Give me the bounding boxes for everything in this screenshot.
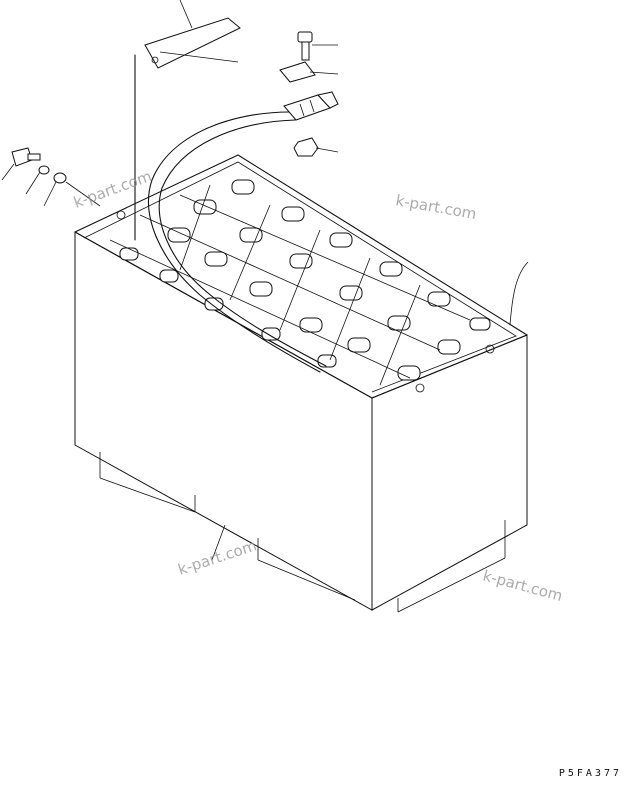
bolt xyxy=(297,31,313,61)
watermark-2: k-part.com xyxy=(394,191,478,223)
connector-plug xyxy=(283,91,339,121)
battery-cable xyxy=(148,111,529,373)
bolt-and-washers xyxy=(11,147,67,184)
watermark-4: k-part.com xyxy=(481,566,565,605)
hardware-parts xyxy=(11,31,319,184)
leader-lines xyxy=(1,44,339,561)
battery-box xyxy=(74,154,528,613)
drawing-code: P5FA377 xyxy=(558,768,622,779)
mounting-bracket xyxy=(134,0,241,241)
watermark-3: k-part.com xyxy=(176,536,259,578)
battery-cells xyxy=(109,179,491,386)
nut xyxy=(293,137,319,157)
clip xyxy=(279,61,316,83)
watermark-1: k-part.com xyxy=(71,167,154,212)
